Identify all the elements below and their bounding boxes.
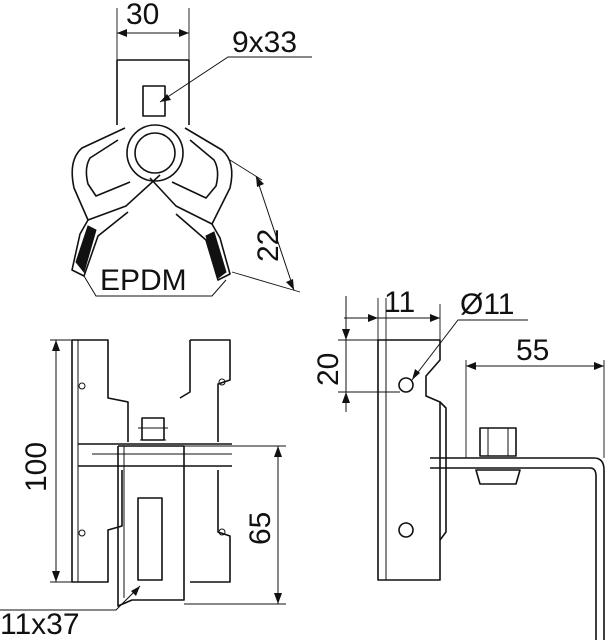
slot-top-label: 9x33 — [232, 26, 297, 59]
top-view: 30 9x33 22 EPDM — [71, 0, 312, 297]
pad-material-label: EPDM — [100, 264, 187, 297]
pad-height-label: 22 — [252, 229, 285, 262]
total-height-label: 100 — [20, 442, 53, 492]
hole-diameter-label: Ø11 — [460, 288, 514, 321]
front-view: 100 65 11x37 — [0, 339, 286, 640]
clamp-height-label: 65 — [244, 512, 277, 545]
hole-height-label: 20 — [312, 353, 345, 386]
top-width-label: 30 — [126, 0, 159, 31]
side-view: 11 Ø11 20 55 — [312, 286, 605, 640]
slot-bottom-label: 11x37 — [0, 608, 80, 640]
arm-length-label: 55 — [516, 334, 549, 367]
side-hole-offset-label: 11 — [384, 286, 415, 319]
